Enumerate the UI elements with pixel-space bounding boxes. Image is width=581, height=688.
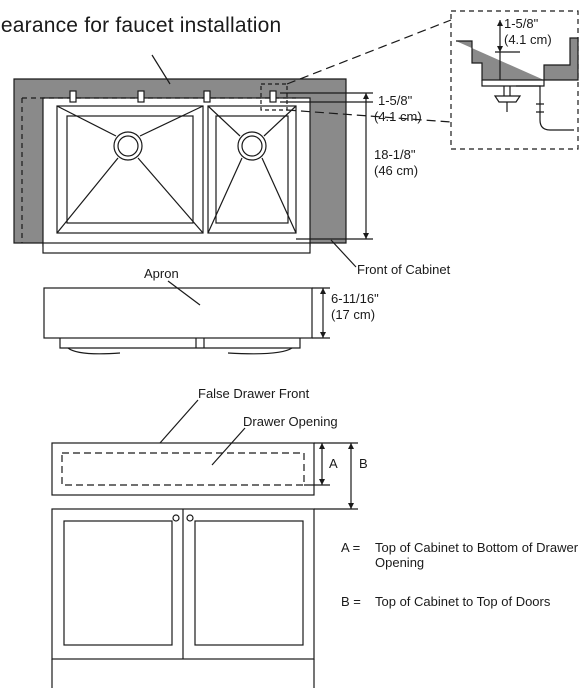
detail-supply-line <box>516 85 574 131</box>
dim-height-cm: (46 cm) <box>374 163 419 178</box>
sink-outer <box>42 97 311 247</box>
false-drawer-front-label: False Drawer Front <box>198 386 310 401</box>
left-drain-inner-icon <box>117 135 139 157</box>
left-bowl-crease <box>56 105 117 137</box>
legend-a-key: A = <box>341 540 361 555</box>
drawer-opening-label: Drawer Opening <box>243 414 338 429</box>
detail-dim-cm: (4.1 cm) <box>504 32 552 47</box>
left-bowl-crease <box>137 157 204 234</box>
left-bowl-crease <box>56 157 119 234</box>
detail-faucet-shank <box>493 86 522 103</box>
right-drain-icon <box>237 131 267 161</box>
drawer-opening-outline <box>61 452 305 486</box>
legend-b-text: Top of Cabinet to Top of Doors <box>375 594 551 609</box>
left-bowl <box>56 105 204 234</box>
detail-countertop-section <box>456 37 579 81</box>
detail-inset <box>450 10 579 150</box>
left-bowl-inner <box>66 115 194 224</box>
right-bowl-crease <box>207 157 243 234</box>
right-door-panel <box>194 520 304 646</box>
false-drawer-leader <box>159 399 199 444</box>
marker-a: A <box>329 456 338 471</box>
right-bowl-crease <box>207 105 241 137</box>
dim-top-inches: 1-5/8" <box>378 93 413 108</box>
front-of-cabinet-label: Front of Cabinet <box>357 262 451 277</box>
legend-b: B = Top of Cabinet to Top of Doors <box>341 594 577 628</box>
right-bowl-crease <box>263 105 297 137</box>
right-bowl-crease <box>261 157 297 234</box>
right-bowl <box>207 105 297 234</box>
sink-apron-strip <box>42 242 311 254</box>
title-leader <box>151 54 171 85</box>
sink-bottom-profile <box>59 338 301 349</box>
drawer-opening-leader <box>211 427 246 466</box>
detail-dim-inches: 1-5/8" <box>504 16 539 31</box>
apron-dim-inches: 6-11/16" <box>331 291 379 306</box>
sink-drain-profile <box>67 338 293 355</box>
apron-label: Apron <box>144 266 179 281</box>
front-cabinet-leader <box>330 239 357 268</box>
apron-leader <box>167 280 201 306</box>
cabinet-base <box>51 659 315 688</box>
legend-a: A = Top of Cabinet to Bottom of Drawer O… <box>341 540 578 574</box>
diagram-title: learance for faucet installation <box>0 14 282 37</box>
mounting-clips <box>69 90 277 103</box>
left-door-panel <box>63 520 173 646</box>
detail-callout-box <box>260 83 288 111</box>
legend-a-text: Top of Cabinet to Bottom of Drawer Openi… <box>375 540 579 570</box>
left-knob-icon <box>172 514 180 522</box>
legend-b-key: B = <box>341 594 361 609</box>
right-drain-inner-icon <box>241 135 263 157</box>
false-drawer-front-panel <box>51 442 315 496</box>
left-drain-icon <box>113 131 143 161</box>
dim-height-inches: 18-1/8" <box>374 147 416 162</box>
detail-callout-leader <box>286 19 452 85</box>
left-bowl-crease <box>139 105 204 137</box>
dimension-arrowheads <box>319 20 503 509</box>
dim-top-cm: (4.1 cm) <box>374 109 422 124</box>
apron-front <box>43 287 313 339</box>
apron-dim-cm: (17 cm) <box>331 307 376 322</box>
marker-b: B <box>359 456 368 471</box>
detail-sink-edge <box>481 80 545 87</box>
right-knob-icon <box>186 514 194 522</box>
right-bowl-inner <box>215 115 289 224</box>
